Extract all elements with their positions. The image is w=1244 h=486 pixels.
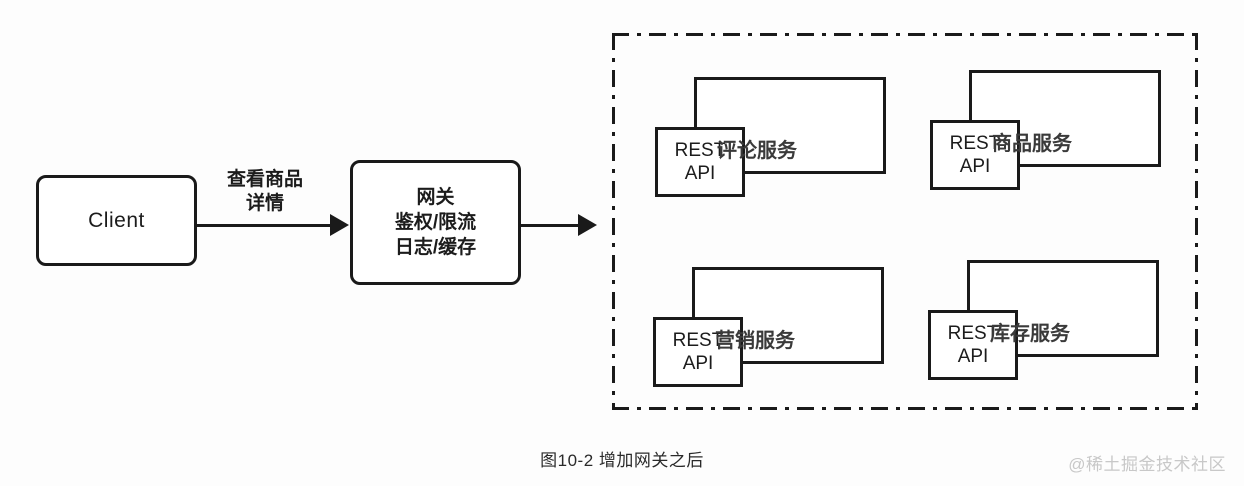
rest-api-line1: REST [949,132,1001,154]
client-node: Client [36,175,197,266]
edge-line-client-to-gateway [197,224,332,227]
rest-api-line1: REST [672,329,724,351]
watermark: @稀土掘金技术社区 [1068,455,1226,474]
service-label: 评论服务 [717,140,797,162]
dashed-border-top [612,33,1198,36]
rest-api-box: REST API [930,120,1020,190]
arrowhead-icon-client-to-gateway [330,214,349,236]
figure-caption: 图10-2 增加网关之后 [540,451,704,470]
gateway-label-line3: 日志/缓存 [394,237,477,259]
client-label: Client [88,208,145,232]
edge-label-view-product-detail: 查看商品 详情 [200,168,330,216]
rest-api-line1: REST [674,139,726,161]
rest-api-line1: REST [947,322,999,344]
arrowhead-icon-gateway-to-services [578,214,597,236]
service-label: 库存服务 [990,323,1070,345]
edge-line-gateway-to-services [521,224,581,227]
dashed-border-left [612,33,615,410]
gateway-node: 网关 鉴权/限流 日志/缓存 [350,160,521,285]
edge-label-line1: 查看商品 [226,169,303,190]
service-label: 营销服务 [715,330,795,352]
edge-label-line2: 详情 [245,192,284,214]
rest-api-line2: API [682,353,714,374]
rest-api-line2: API [959,156,991,177]
services-boundary-container: 评论服务 REST API 商品服务 REST API 营销服务 REST AP… [612,33,1198,410]
rest-api-box: REST API [655,127,745,197]
dashed-border-right [1195,33,1198,410]
rest-api-line2: API [684,163,716,184]
dashed-border-bottom [612,407,1198,410]
gateway-label-line1: 网关 [416,186,455,208]
rest-api-box: REST API [928,310,1018,380]
rest-api-line2: API [957,346,989,367]
rest-api-box: REST API [653,317,743,387]
gateway-label-line2: 鉴权/限流 [394,211,477,233]
service-label: 商品服务 [992,133,1072,155]
